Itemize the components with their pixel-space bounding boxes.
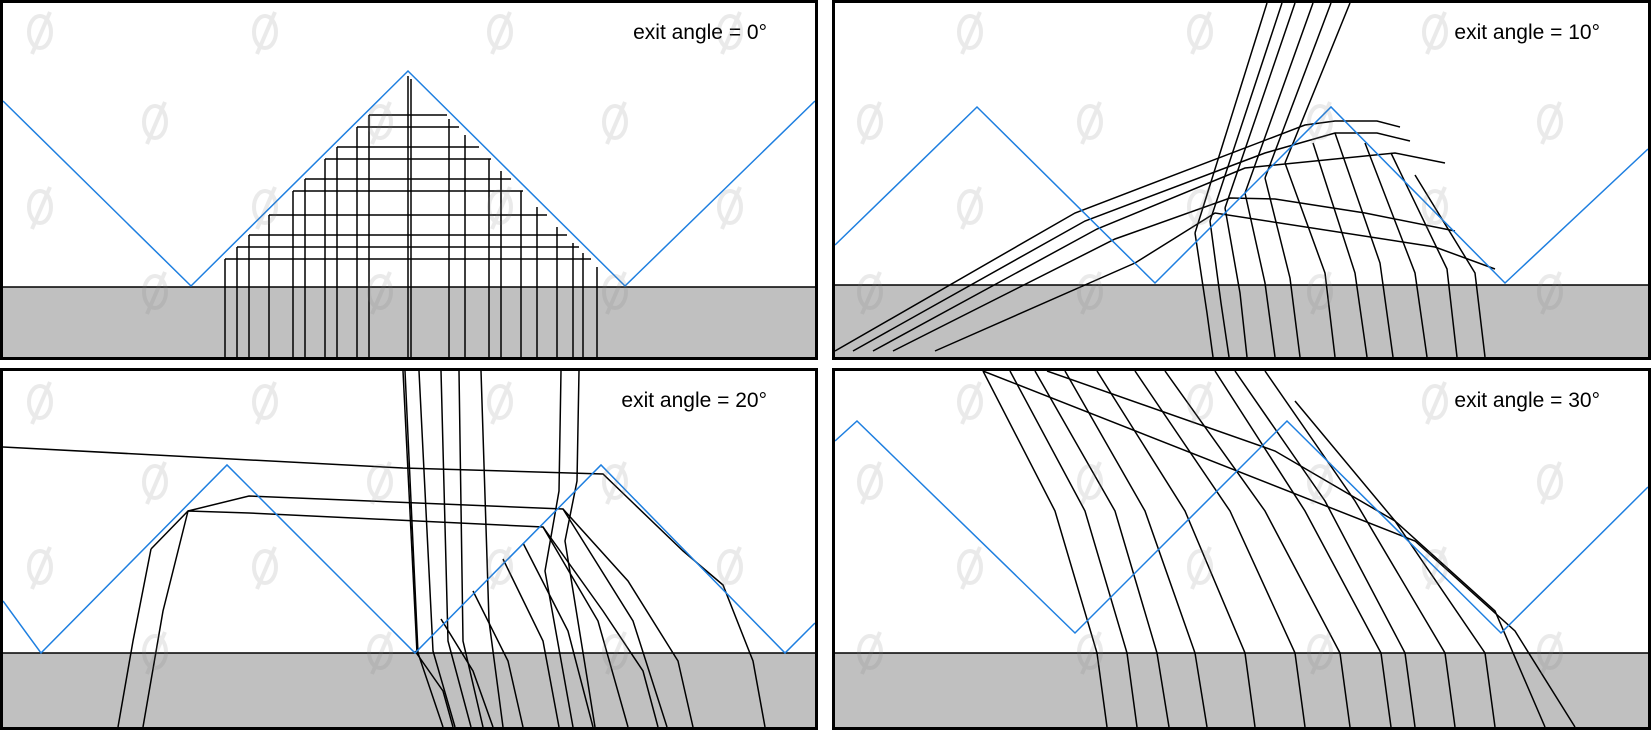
surface-profile xyxy=(835,419,1648,635)
exit-angle-label: exit angle = 30° xyxy=(1454,389,1600,412)
diagram-exit-angle-30 xyxy=(835,371,1648,727)
panel-exit-angle-20: exit angle = 20° xyxy=(0,368,818,730)
panel-exit-angle-0: exit angle = 0° xyxy=(0,0,818,360)
diagram-exit-angle-0 xyxy=(3,69,815,357)
substrate xyxy=(835,653,1648,727)
substrate xyxy=(835,285,1648,357)
surface-profile xyxy=(3,69,815,288)
exit-angle-label: exit angle = 20° xyxy=(621,389,767,412)
diagram-exit-angle-20 xyxy=(3,371,815,727)
exit-angle-label: exit angle = 0° xyxy=(633,21,767,44)
surface-profile xyxy=(3,463,815,655)
diagram-exit-angle-10 xyxy=(835,3,1648,357)
exit-angle-label: exit angle = 10° xyxy=(1454,21,1600,44)
panel-exit-angle-10: exit angle = 10° xyxy=(832,0,1651,360)
surface-profile xyxy=(835,105,1648,285)
light-rays xyxy=(224,76,598,357)
panel-exit-angle-30: exit angle = 30° xyxy=(832,368,1651,730)
light-rays xyxy=(3,371,766,727)
light-rays xyxy=(835,3,1496,357)
substrate xyxy=(3,287,815,357)
